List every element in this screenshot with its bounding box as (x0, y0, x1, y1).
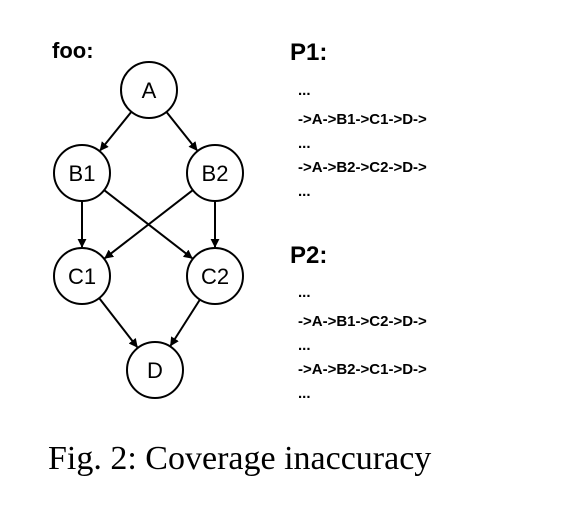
graph-title: foo: (52, 38, 94, 63)
node-label: B1 (69, 161, 96, 186)
node-circle (120, 61, 178, 119)
node-c1: C1 (53, 247, 111, 305)
node-a: A (120, 61, 178, 119)
node-circle (53, 247, 111, 305)
path-ellipsis: ... (298, 135, 311, 152)
node-label: C1 (68, 264, 96, 289)
node-d: D (126, 341, 184, 399)
path-sequence: ->A->B1->C1->D-> (298, 111, 427, 128)
path-sequence: ->A->B1->C2->D-> (298, 313, 427, 330)
node-b2: B2 (186, 144, 244, 202)
node-b1: B1 (53, 144, 111, 202)
edge-c1-d (98, 297, 138, 348)
edge-a-b2 (165, 111, 198, 152)
path-title: P2: (290, 242, 327, 269)
edge-b2-c1 (104, 189, 194, 259)
path-title: P1: (290, 39, 327, 66)
node-circle (186, 247, 244, 305)
path-ellipsis: ... (298, 183, 311, 200)
node-label: D (147, 358, 163, 383)
edge-c2-d (169, 299, 201, 347)
path-listings: P1:... ->A->B1->C1->D->... ->A->B2->C2->D-… (290, 39, 427, 402)
node-label: B2 (202, 161, 229, 186)
node-c2: C2 (186, 247, 244, 305)
figure-caption: Fig. 2: Coverage inaccuracy (48, 440, 431, 477)
node-circle (53, 144, 111, 202)
path-ellipsis: ... (298, 385, 311, 402)
edge-a-b1 (99, 111, 133, 152)
node-circle (126, 341, 184, 399)
path-ellipsis: ... (298, 82, 311, 99)
path-block-p2: P2:... ->A->B1->C2->D->... ->A->B2->C1->D-… (290, 242, 427, 402)
path-sequence: ->A->B2->C1->D-> (298, 361, 427, 378)
node-label: C2 (201, 264, 229, 289)
path-ellipsis: ... (298, 284, 311, 301)
path-block-p1: P1:... ->A->B1->C1->D->... ->A->B2->C2->D-… (290, 39, 427, 200)
node-label: A (142, 78, 157, 103)
path-sequence: ->A->B2->C2->D-> (298, 159, 427, 176)
node-circle (186, 144, 244, 202)
path-ellipsis: ... (298, 337, 311, 354)
graph-edges (77, 111, 220, 348)
